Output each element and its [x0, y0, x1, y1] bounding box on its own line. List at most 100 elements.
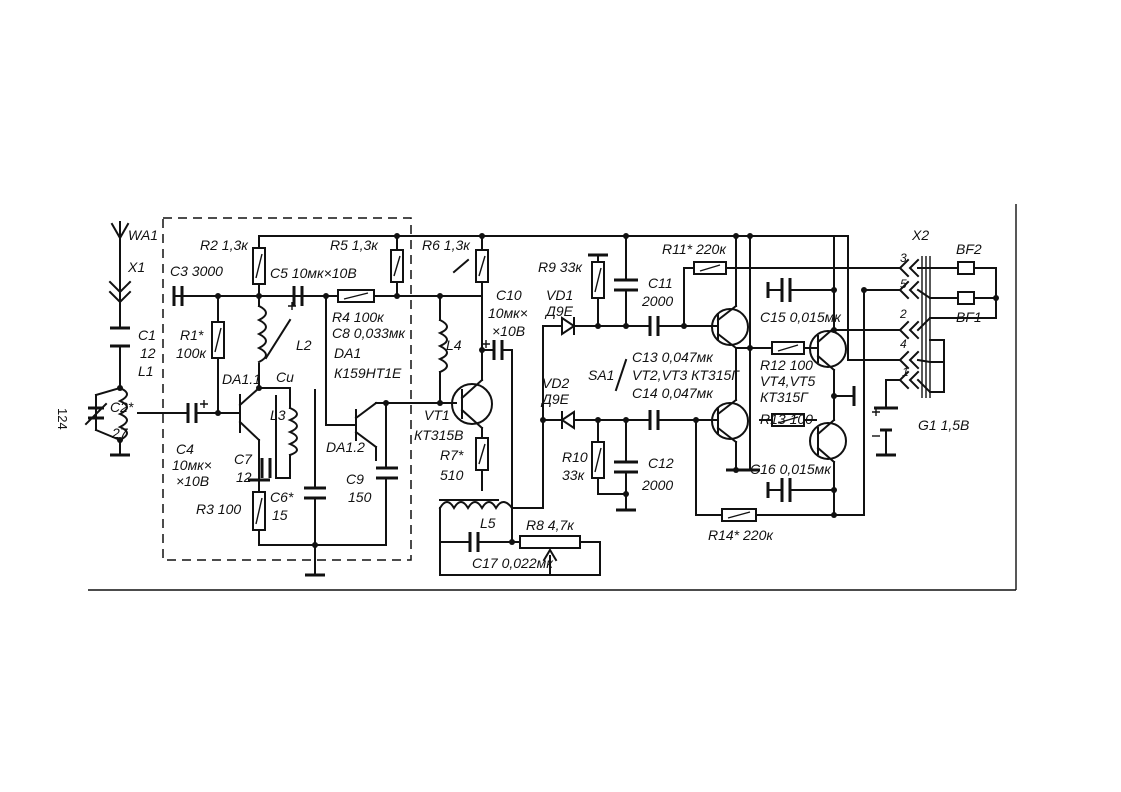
label-l4: L4: [446, 337, 462, 353]
label-r10-value: 33к: [562, 467, 586, 483]
diodes: [560, 316, 576, 430]
label-vt4-vt5-type: КТ315Г: [760, 389, 809, 405]
label-pin-3: 3: [900, 251, 907, 265]
transistors: [451, 308, 847, 460]
antenna-wa1: [110, 221, 130, 241]
label-vt1-type: КТ315В: [414, 427, 464, 443]
earphone-bf1: [957, 291, 975, 305]
label-c11-value: 2000: [641, 293, 673, 309]
label-r4: R4 100к: [332, 309, 385, 325]
label-c2-value: 27: [111, 425, 129, 441]
label-c11: C11: [648, 275, 673, 291]
label-r12: R12 100: [760, 357, 813, 373]
label-c4: C4: [176, 441, 194, 457]
junction-dots: [117, 233, 999, 548]
r8-wiper: [542, 548, 558, 576]
label-c3: C3 3000: [170, 263, 223, 279]
inductor-l4: [437, 318, 448, 374]
label-vt2-vt3: VT2,VT3 КТ315Г: [632, 367, 740, 383]
label-vt4-vt5: VT4,VT5: [760, 373, 815, 389]
label-r2: R2 1,3к: [200, 237, 249, 253]
connector-x1: [108, 280, 132, 304]
label-c12: C12: [648, 455, 674, 471]
label-c16: C16 0,015мк: [750, 461, 832, 477]
inductors: [117, 258, 514, 510]
label-da11: DA1.1: [222, 371, 261, 387]
earphones: [957, 261, 975, 305]
label-c15: C15 0,015мк: [760, 309, 842, 325]
resistor-r8: [519, 535, 581, 549]
label-x1: X1: [127, 259, 145, 275]
label-c10: C10: [496, 287, 522, 303]
label-vt1: VT1: [424, 407, 450, 423]
label-da1: DA1: [334, 345, 361, 361]
label-r1: R1*: [180, 327, 204, 343]
label-r3: R3 100: [196, 501, 241, 517]
label-pin-4: 4: [900, 337, 907, 351]
label-pin-1: 1: [902, 365, 909, 379]
label-c10-value-2: ×10В: [492, 323, 525, 339]
transistor-vt5: [809, 422, 847, 460]
label-l1: L1: [138, 363, 154, 379]
label-c8: C8 0,033мк: [332, 325, 406, 341]
inductor-l5: [438, 501, 514, 510]
label-c13: C13 0,047мк: [632, 349, 714, 365]
label-r13: R13 100: [760, 411, 813, 427]
label-c4-value-1: 10мк×: [172, 457, 212, 473]
label-c2: C2*: [110, 399, 134, 415]
label-pin-5: 5: [900, 277, 907, 291]
label-g1: G1 1,5В: [918, 417, 969, 433]
label-c1: C1: [138, 327, 156, 343]
da1-enclosure: [162, 217, 412, 561]
resistors: [211, 247, 805, 549]
label-c7: C7: [234, 451, 253, 467]
label-sa1: SA1: [588, 367, 614, 383]
transistor-vt2: [711, 308, 749, 346]
label-c6: C6*: [270, 489, 294, 505]
label-c10-value-1: 10мк×: [488, 305, 528, 321]
connector-x2: [898, 256, 932, 398]
polarity-marks: [200, 302, 880, 437]
label-da1-type: К159НТ1Е: [334, 365, 402, 381]
transistor-vt1: [451, 383, 493, 425]
label-r8: R8 4,7к: [526, 517, 575, 533]
label-c9: C9: [346, 471, 364, 487]
label-c12-value: 2000: [641, 477, 673, 493]
label-c17: C17 0,022мк: [472, 555, 554, 571]
label-c7-value: 12: [236, 469, 252, 485]
ground-symbols: [110, 253, 896, 577]
label-x2: X2: [911, 227, 929, 243]
label-r5: R5 1,3к: [330, 237, 379, 253]
label-bf1: BF1: [956, 309, 982, 325]
label-vd2-type: Д9Е: [540, 391, 570, 407]
inductor-l1: [117, 386, 128, 442]
diode-vd1: [561, 316, 576, 336]
label-r11: R11* 220к: [662, 241, 727, 257]
label-l3: L3: [270, 407, 286, 423]
label-r14: R14* 220к: [708, 527, 774, 543]
label-r7-value: 510: [440, 467, 464, 483]
diode-vd2: [560, 410, 575, 430]
battery-g1: [874, 406, 898, 432]
label-c9-value: 150: [348, 489, 372, 505]
label-pin-2: 2: [899, 307, 907, 321]
label-vd2: VD2: [542, 375, 569, 391]
label-r7: R7*: [440, 447, 464, 463]
label-r6: R6 1,3к: [422, 237, 471, 253]
inductor-l2: [256, 304, 267, 364]
component-labels: WA1 X1 C1 12 L1 C2* 27 R2 1,3к C3 3000 R…: [110, 227, 982, 571]
transistor-vt4: [809, 330, 847, 368]
transistor-vt3: [711, 402, 749, 440]
label-l5: L5: [480, 515, 496, 531]
label-l2: L2: [296, 337, 312, 353]
label-r9: R9 33к: [538, 259, 583, 275]
label-vd1: VD1: [546, 287, 573, 303]
earphone-bf2: [957, 261, 975, 275]
label-c1-value: 12: [140, 345, 156, 361]
label-r1-value: 100к: [176, 345, 207, 361]
label-c4-value-2: ×10В: [176, 473, 209, 489]
label-bf2: BF2: [956, 241, 982, 257]
inductor-l3: [287, 406, 298, 457]
page-number: 124: [55, 408, 70, 430]
